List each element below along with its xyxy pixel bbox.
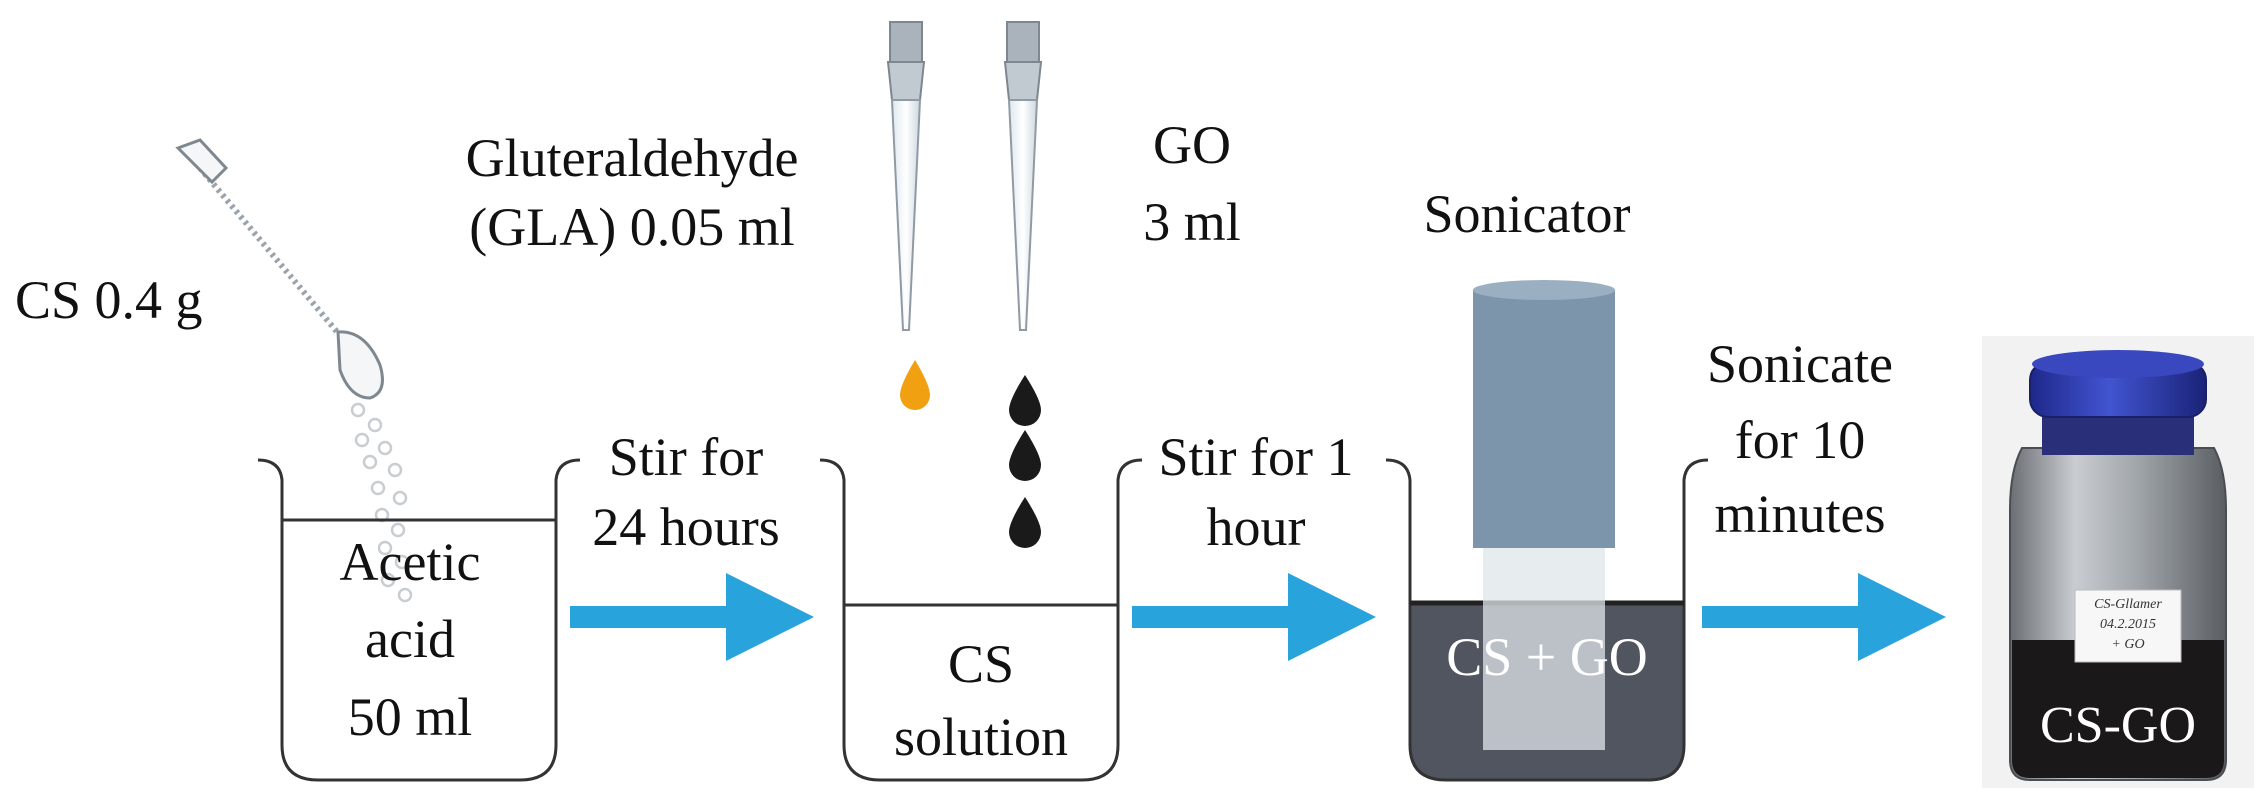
beaker1-label-line3: 50 ml (348, 687, 473, 747)
step3-label-line2: for 10 (1735, 410, 1865, 470)
product-label: CS-GO (2040, 697, 2196, 754)
step2-label-line1: Stir for 1 (1159, 427, 1354, 487)
go-label-line2: 3 ml (1143, 192, 1241, 252)
step3-label-line1: Sonicate (1707, 334, 1893, 394)
cs-amount-label: CS 0.4 g (15, 270, 203, 330)
gla-drop-icon (900, 360, 930, 410)
beaker2-label-line1: CS (948, 634, 1014, 694)
step3-label-line3: minutes (1715, 484, 1886, 544)
jar-sticker-line1: CS-Gllamer (2094, 597, 2162, 612)
pipette-go-icon (1003, 21, 1043, 331)
jar-sticker-line3: + GO (2111, 637, 2144, 652)
cs-particles (350, 402, 413, 603)
beaker2-label-line2: solution (894, 707, 1068, 767)
beaker3-label: CS + GO (1446, 627, 1648, 687)
step2-label-line2: hour (1207, 497, 1306, 557)
beaker1-label-line2: acid (365, 609, 455, 669)
step1-label-line1: Stir for (609, 427, 764, 487)
pipette-gla-icon (886, 21, 926, 331)
spatula-icon (175, 138, 384, 400)
sonicator-icon (1473, 280, 1615, 750)
gla-label-line2: (GLA) 0.05 ml (469, 197, 794, 257)
sonicator-label: Sonicator (1424, 184, 1631, 244)
go-label-line1: GO (1153, 115, 1231, 175)
step1-label-line2: 24 hours (592, 497, 780, 557)
beaker-cs-solution (819, 458, 1143, 782)
gla-label-line1: Gluteraldehyde (466, 128, 799, 188)
jar-sticker-line2: 04.2.2015 (2100, 617, 2156, 632)
beaker1-label-line1: Acetic (340, 532, 481, 592)
go-drops-icon (1009, 375, 1041, 548)
beaker-acetic-acid (257, 458, 581, 782)
jar-icon: CS-Gllamer 04.2.2015 + GO (1982, 336, 2254, 788)
